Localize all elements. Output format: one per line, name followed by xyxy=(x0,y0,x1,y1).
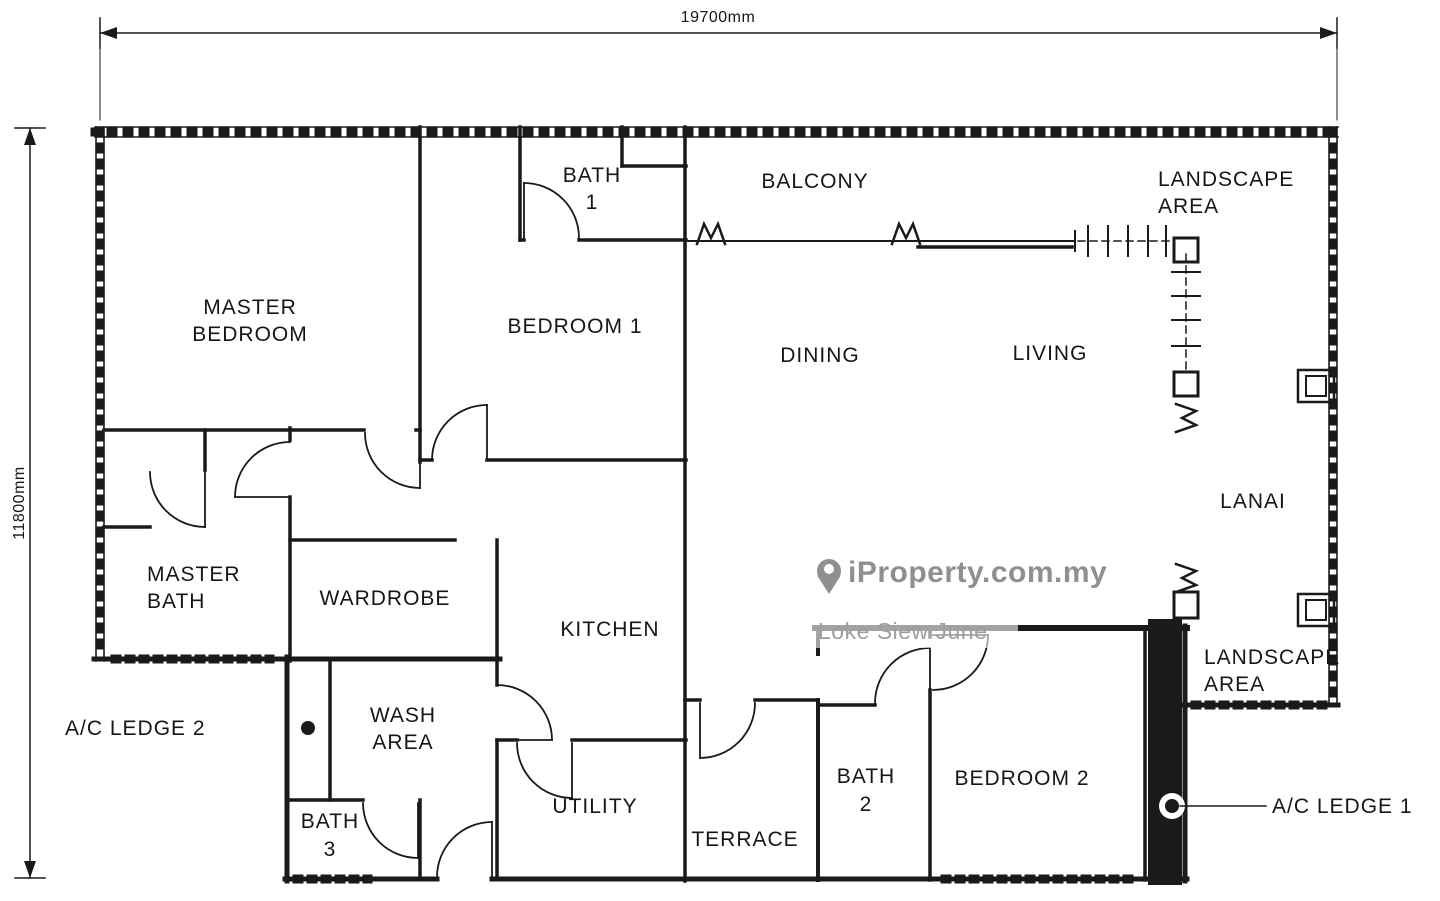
label-ac-ledge1: A/C LEDGE 1 xyxy=(1272,795,1413,818)
arrowhead-right xyxy=(1320,27,1337,39)
label-bath1-1: BATH xyxy=(563,164,621,187)
label-master-bath-1: MASTER xyxy=(147,563,241,586)
label-landscape-top-2: AREA xyxy=(1158,195,1219,218)
label-bath3-2: 3 xyxy=(324,838,337,861)
label-wardrobe: WARDROBE xyxy=(320,587,451,610)
door-arc-master-bath xyxy=(234,441,291,498)
watermark: iProperty.com.my Loke Siew June xyxy=(810,556,1107,648)
watermark-backdrop xyxy=(810,610,1018,648)
fittings xyxy=(687,220,1336,628)
spring-symbol xyxy=(695,220,727,246)
interior-walls xyxy=(102,125,1182,893)
column xyxy=(1296,592,1336,628)
label-master-bedroom-1: MASTER xyxy=(203,296,297,319)
label-wash-area-2: AREA xyxy=(372,731,433,754)
door-arc-terrace xyxy=(699,702,756,759)
label-landscape-right-1: LANDSCAPE xyxy=(1204,646,1340,669)
exterior-walls xyxy=(90,126,1343,884)
pin-tail xyxy=(817,576,841,594)
watermark-brand: iProperty.com.my xyxy=(848,556,1107,589)
location-pin-icon xyxy=(817,559,841,594)
label-ac-ledge2: A/C LEDGE 2 xyxy=(65,717,206,740)
label-lanai: LANAI xyxy=(1220,490,1286,513)
label-bath1-2: 1 xyxy=(586,191,599,214)
door-arc-wash-rear xyxy=(436,821,493,878)
dimension-left: 11800mm xyxy=(11,127,46,879)
arrowhead-left xyxy=(100,27,117,39)
ac-ledge-markers xyxy=(301,721,1267,819)
doors xyxy=(149,182,989,878)
room-labels: MASTER BEDROOM BATH 1 BALCONY LANDSCAPE … xyxy=(65,164,1413,861)
spring-symbol xyxy=(890,220,922,246)
label-bedroom2: BEDROOM 2 xyxy=(954,767,1089,790)
column-inner xyxy=(1305,599,1327,621)
height-dimension-label: 11800mm xyxy=(11,466,28,539)
spring-symbol xyxy=(1174,562,1200,594)
column xyxy=(1172,370,1200,398)
column-inner xyxy=(1305,375,1327,397)
label-balcony: BALCONY xyxy=(761,170,868,193)
arrowhead-up xyxy=(24,128,36,145)
label-terrace: TERRACE xyxy=(691,828,798,851)
watermark-agent: Loke Siew June xyxy=(818,618,987,644)
door-arc-vestibule xyxy=(149,471,206,528)
arrowhead-down xyxy=(24,861,36,878)
door-arc-bath1 xyxy=(523,182,580,239)
door-arc-bath2 xyxy=(874,647,931,704)
label-bath3-1: BATH xyxy=(301,810,359,833)
label-bedroom1: BEDROOM 1 xyxy=(507,315,642,338)
label-landscape-top-1: LANDSCAPE xyxy=(1158,168,1294,191)
door-arc-wash-area xyxy=(496,684,553,741)
pin-hole xyxy=(824,564,834,574)
door-arc-bath3 xyxy=(362,802,419,859)
ac-ledge1-dot xyxy=(1165,799,1179,813)
ac-ledge2-dot xyxy=(301,721,315,735)
door-arc-master-bedroom xyxy=(364,432,421,489)
dimension-top: 19700mm xyxy=(99,9,1338,121)
label-living: LIVING xyxy=(1013,342,1088,365)
width-dimension-label: 19700mm xyxy=(681,9,756,26)
label-bath2-1: BATH xyxy=(837,765,895,788)
column xyxy=(1172,590,1200,620)
door-arc-utility xyxy=(516,742,573,799)
column xyxy=(1172,236,1200,264)
label-bath2-2: 2 xyxy=(860,793,873,816)
label-wash-area-1: WASH xyxy=(370,704,436,727)
label-master-bedroom-2: BEDROOM xyxy=(192,323,308,346)
column xyxy=(1296,368,1336,404)
label-dining: DINING xyxy=(780,344,860,367)
label-master-bath-2: BATH xyxy=(147,590,205,613)
spring-symbol xyxy=(1174,402,1200,434)
door-arc-bedroom1 xyxy=(431,404,488,461)
label-kitchen: KITCHEN xyxy=(560,618,659,641)
label-landscape-right-2: AREA xyxy=(1204,673,1265,696)
label-utility: UTILITY xyxy=(552,795,637,818)
